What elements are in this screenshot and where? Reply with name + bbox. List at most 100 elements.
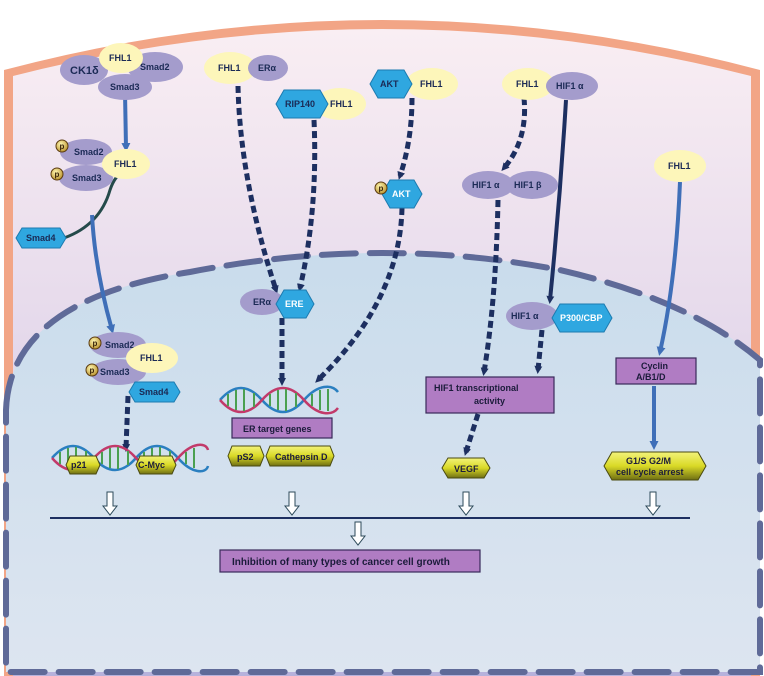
hif-pathway: FHL1 HIF1 α HIF1 α HIF1 β HIF1 α P300/CB… <box>425 68 613 479</box>
hif-fhl1-label: FHL1 <box>516 79 539 89</box>
n-fhl1-label: FHL1 <box>140 353 163 363</box>
p21-label: p21 <box>71 460 87 470</box>
p-fhl1-label: FHL1 <box>114 159 137 169</box>
smad2-label: Smad2 <box>140 62 170 72</box>
cell-cycle-arrest-target <box>603 451 707 481</box>
n-hif1a-protein <box>506 302 558 330</box>
ere-element <box>275 289 315 319</box>
cathepsin-label: Cathepsin D <box>275 452 328 462</box>
cathepsin-target <box>265 445 335 467</box>
arrow-hif-complex <box>501 97 528 172</box>
cyclin-line2: A/B1/D <box>636 372 666 382</box>
hif1a-b-protein <box>462 171 514 199</box>
rip-fhl1-protein <box>314 88 366 120</box>
er-alpha-label: ERα <box>258 63 277 73</box>
down-arrows <box>101 491 662 546</box>
hollow-arrow <box>101 491 119 516</box>
p-smad3-protein <box>59 165 113 191</box>
p21-target <box>65 455 101 475</box>
n-er-alpha-protein <box>240 289 284 315</box>
hif1a-protein <box>546 72 598 100</box>
fhl1-label: FHL1 <box>109 53 132 63</box>
p-akt-label: AKT <box>392 189 411 199</box>
hif1a-b-label: HIF1 α <box>472 180 500 190</box>
hif-activity-line2: activity <box>474 396 505 406</box>
hif-fhl1-protein <box>502 68 554 100</box>
arrow-akt-complex-down <box>397 97 415 180</box>
phospho-badge <box>85 363 99 377</box>
outcome-section: Inhibition of many types of cancer cell … <box>50 491 690 573</box>
er-target-genes-box <box>231 417 333 439</box>
rip140-protein <box>275 89 329 119</box>
n-smad2-label: Smad2 <box>105 340 135 350</box>
vegf-label: VEGF <box>454 464 479 474</box>
arrow-fhl1-to-cyclin <box>656 181 682 356</box>
nuclear-envelope <box>2 250 763 675</box>
arrow-p300-to-activity <box>534 329 545 374</box>
ps2-label: pS2 <box>237 452 254 462</box>
hif1b-protein <box>506 171 558 199</box>
arrow-hif-to-p300 <box>546 99 568 304</box>
rip140-label: RIP140 <box>285 99 315 109</box>
er-fhl1-label: FHL1 <box>218 63 241 73</box>
cyclin-box <box>615 357 697 385</box>
cyclin-line1: Cyclin <box>641 361 668 371</box>
arrow-smad-complex-down <box>121 91 131 152</box>
hif1a-label: HIF1 α <box>556 81 584 91</box>
hif1b-label: HIF1 β <box>514 180 542 190</box>
arrow-akt-to-dna <box>315 207 405 383</box>
ck1d-protein <box>60 55 108 85</box>
rip-fhl1-label: FHL1 <box>330 99 353 109</box>
phospho-badge-label: p <box>55 170 60 179</box>
p-smad2-protein <box>60 139 112 165</box>
phospho-badge <box>55 139 69 153</box>
p-smad3-label: Smad3 <box>72 173 102 183</box>
n-smad4-label: Smad4 <box>139 387 169 397</box>
phospho-badge-label: p <box>60 142 65 151</box>
vegf-target <box>441 457 491 479</box>
phospho-badge <box>50 167 64 181</box>
n-smad4-protein <box>128 381 181 403</box>
phospho-badge-label: p <box>379 184 384 193</box>
n-er-alpha-label: ERα <box>253 297 272 307</box>
arrow-hif-to-activity <box>480 199 501 376</box>
n-hif1a-label: HIF1 α <box>511 311 539 321</box>
dna-helix <box>219 385 339 415</box>
akt-protein <box>369 69 413 99</box>
arrest-line1: G1/S G2/M <box>626 456 671 466</box>
akt-label: AKT <box>380 79 399 89</box>
fhl1-protein <box>99 43 143 73</box>
er-target-genes-label: ER target genes <box>243 424 312 434</box>
arrow-rip140-to-ere <box>297 119 318 292</box>
phospho-badge-label: p <box>90 366 95 375</box>
hollow-arrow <box>457 491 475 516</box>
akt-fhl1-label: FHL1 <box>420 79 443 89</box>
phospho-badge <box>374 181 388 195</box>
arrow-smad-to-nucleus <box>90 214 115 334</box>
ere-label: ERE <box>285 299 304 309</box>
smad3-protein <box>98 74 152 100</box>
arrow-activity-to-vegf <box>463 413 481 456</box>
cmyc-target <box>135 455 177 475</box>
p-smad2-label: Smad2 <box>74 147 104 157</box>
outcome-label: Inhibition of many types of cancer cell … <box>232 557 450 568</box>
outcome-box <box>219 549 481 573</box>
n-smad3-label: Smad3 <box>100 367 130 377</box>
smad4-protein <box>15 227 67 249</box>
hif-activity-box <box>425 376 555 414</box>
nucleus <box>6 252 760 672</box>
smad3-label: Smad3 <box>110 82 140 92</box>
cyclin-fhl1-label: FHL1 <box>668 161 691 171</box>
p300-protein <box>551 303 613 333</box>
er-alpha-protein <box>248 55 288 81</box>
smad-pathway: CK1δ Smad2 Smad3 FHL1 Smad2 Smad3 FHL1 p… <box>15 43 210 475</box>
cmyc-label: C-Myc <box>138 460 165 470</box>
hollow-arrow <box>283 491 301 516</box>
hollow-arrow <box>349 521 367 546</box>
er-pathway: FHL1 ERα FHL1 RIP140 ERα ERE ER target g… <box>204 52 366 467</box>
smad4-label: Smad4 <box>26 233 56 243</box>
er-fhl1-protein <box>204 52 256 84</box>
ps2-target <box>227 445 265 467</box>
